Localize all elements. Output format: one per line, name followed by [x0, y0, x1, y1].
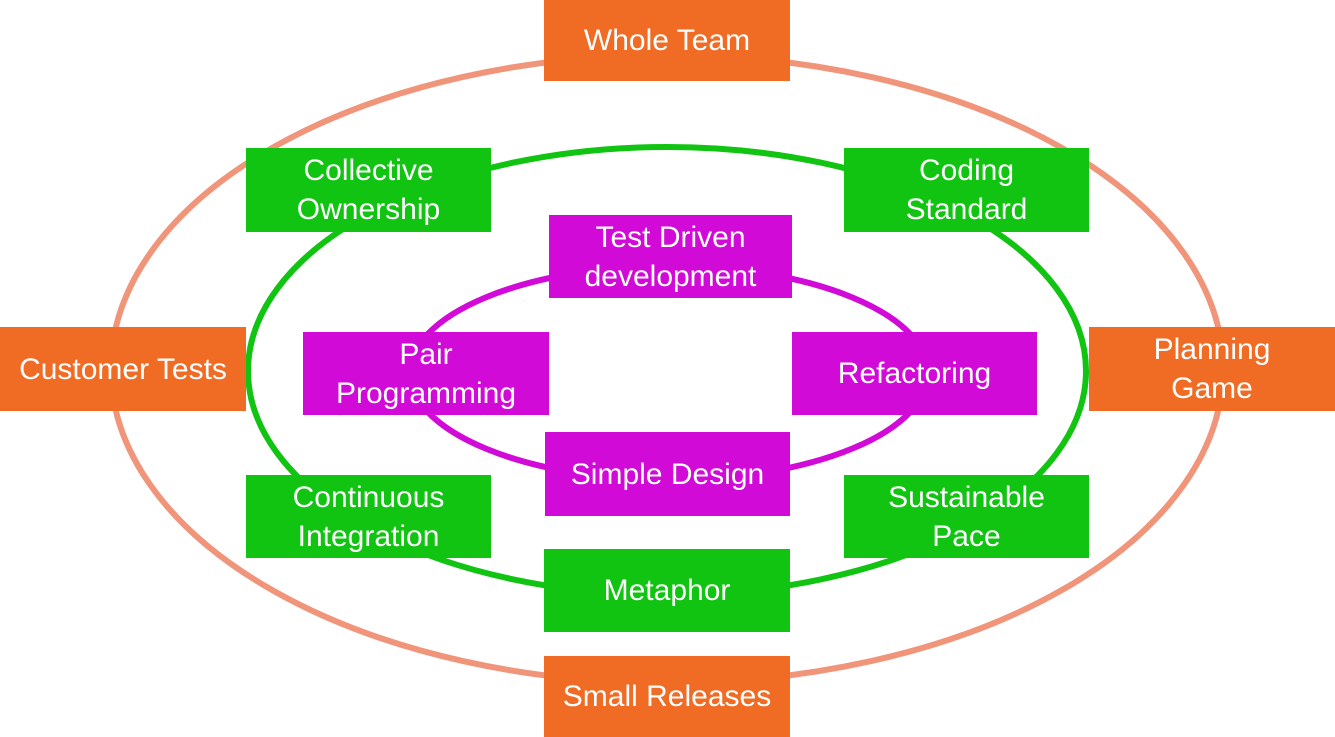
test-driven-development-box: Test Driven development: [549, 215, 792, 298]
continuous-integration-box: Continuous Integration: [246, 475, 491, 558]
customer-tests-box: Customer Tests: [0, 327, 246, 411]
refactoring-box: Refactoring: [792, 332, 1037, 415]
pair-programming-box: Pair Programming: [303, 332, 549, 415]
small-releases-box: Small Releases: [544, 656, 790, 737]
planning-game-box: Planning Game: [1089, 327, 1335, 411]
whole-team-box: Whole Team: [544, 0, 790, 81]
metaphor-box: Metaphor: [544, 549, 790, 632]
sustainable-pace-box: Sustainable Pace: [844, 475, 1089, 558]
coding-standard-box: Coding Standard: [844, 148, 1089, 232]
simple-design-box: Simple Design: [545, 432, 790, 516]
collective-ownership-box: Collective Ownership: [246, 148, 491, 232]
